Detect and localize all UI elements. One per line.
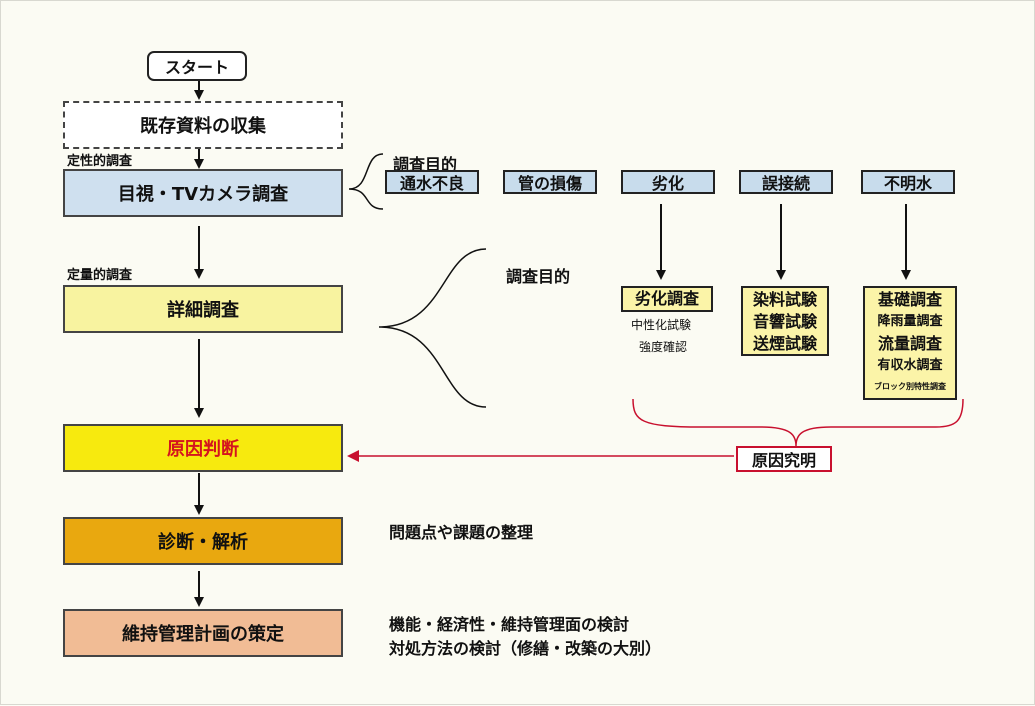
plan-node: 維持管理計画の策定	[63, 609, 343, 657]
plan-note-line2: 対処方法の検討（修繕・改築の大別）	[389, 639, 662, 658]
cause-judgement-node: 原因判断	[63, 424, 343, 472]
purpose-title-mid: 調査目的	[506, 267, 571, 286]
visual-label: 目視・TVカメラ調査	[117, 184, 289, 205]
detail-survey-node: 詳細調査	[63, 285, 343, 333]
flow-survey-label: 流量調査	[877, 334, 942, 353]
diagnosis-note: 問題点や課題の整理	[389, 523, 534, 542]
purpose-title-top: 調査目的	[393, 155, 458, 174]
diagnosis-label: 診断・解析	[158, 532, 248, 553]
purpose-tag-misconnection: 誤接続	[739, 170, 833, 194]
neutralization-test-label: 中性化試験	[631, 318, 692, 332]
detail-label: 詳細調査	[167, 300, 239, 321]
infiltration-survey-box: 基礎調査 降雨量調査 流量調査 有収水調査 ブロック別特性調査	[863, 286, 957, 400]
collect-label: 既存資料の収集	[140, 116, 266, 137]
cause-investigation-label: 原因究明	[751, 451, 816, 470]
basic-survey-label: 基礎調査	[877, 290, 942, 309]
purpose-tag-pipe-damage: 管の損傷	[503, 170, 597, 194]
block-characteristic-survey-label: ブロック別特性調査	[874, 382, 946, 391]
quantitative-label: 定量的調査	[67, 268, 133, 283]
cause-investigation-box: 原因究明	[736, 446, 832, 472]
brace-purpose-top	[348, 153, 384, 210]
deterioration-survey-label: 劣化調査	[634, 289, 699, 308]
dye-test-label: 染料試験	[752, 290, 817, 309]
strength-check-label: 強度確認	[639, 340, 688, 354]
collect-node: 既存資料の収集	[63, 101, 343, 149]
visual-inspection-node: 目視・TVカメラ調査	[63, 169, 343, 217]
deterioration-survey-box: 劣化調査	[621, 286, 713, 312]
misconnection-tests-box: 染料試験 音響試験 送煙試験	[741, 286, 829, 356]
cause-label: 原因判断	[167, 439, 239, 460]
start-label: スタート	[164, 58, 229, 77]
brace-purpose-mid	[378, 248, 487, 408]
start-node: スタート	[147, 51, 247, 81]
revenue-water-survey-label: 有収水調査	[877, 358, 943, 373]
brace-cause-investigation	[632, 398, 964, 447]
purpose-tag-unknown-water: 不明水	[861, 170, 955, 194]
purpose-tag-deterioration: 劣化	[621, 170, 715, 194]
purpose-tag-poor-flow: 通水不良	[385, 170, 479, 194]
rainfall-survey-label: 降雨量調査	[877, 314, 943, 329]
qualitative-label: 定性的調査	[67, 154, 133, 169]
plan-note-line1: 機能・経済性・維持管理面の検討	[389, 615, 630, 634]
smoke-test-label: 送煙試験	[752, 334, 817, 353]
plan-label: 維持管理計画の策定	[122, 624, 284, 645]
acoustic-test-label: 音響試験	[752, 312, 817, 331]
diagnosis-node: 診断・解析	[63, 517, 343, 565]
